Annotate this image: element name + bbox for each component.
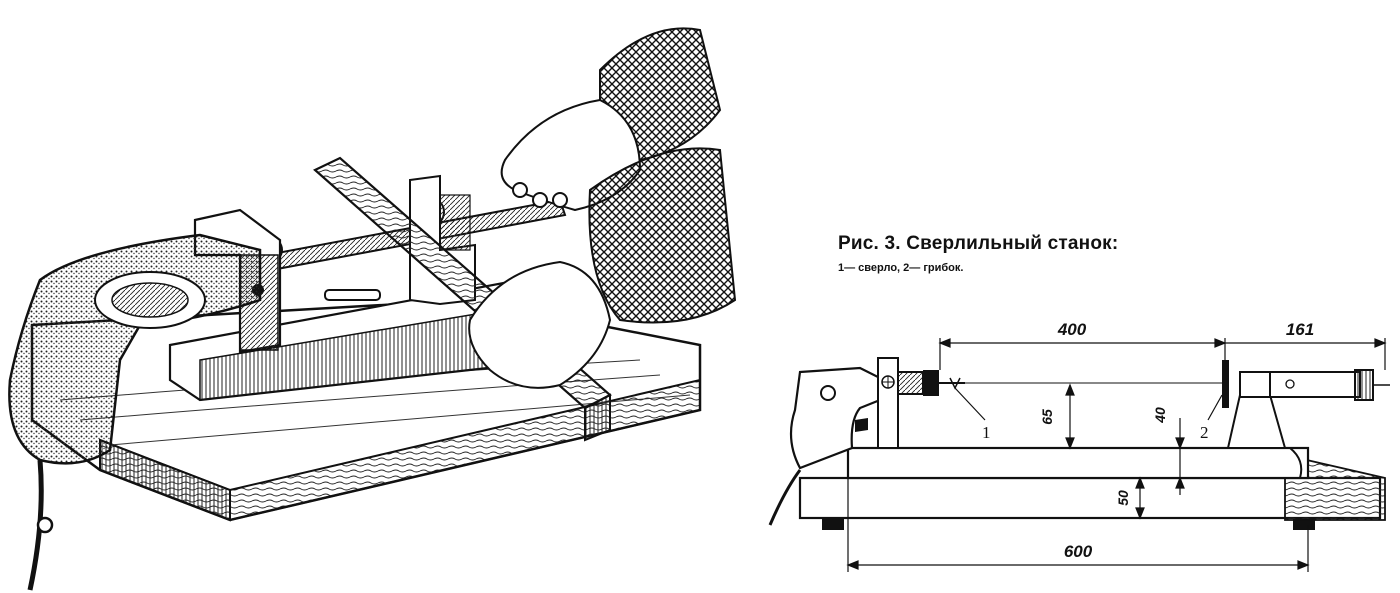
figure-caption-legend: 1— сверло, 2— грибок. — [838, 262, 964, 274]
electric-drill — [8, 233, 262, 591]
platform-board — [846, 446, 1310, 480]
dim-length-600: 600 — [1064, 542, 1093, 561]
base-beam — [798, 453, 1386, 530]
figure-caption-title: Рис. 3. Сверлильный станок: — [838, 233, 1119, 254]
callout-mushroom: 2 — [1200, 423, 1209, 442]
left-support — [877, 357, 899, 449]
dim-length-400: 400 — [1057, 320, 1087, 339]
drill-side-view — [768, 366, 882, 526]
dimension-lines — [846, 338, 1387, 572]
dim-height-40: 40 — [1152, 407, 1168, 424]
dim-length-161: 161 — [1286, 320, 1314, 339]
right-support — [1226, 369, 1390, 449]
dim-height-50: 50 — [1115, 490, 1131, 506]
dim-height-65: 65 — [1039, 409, 1055, 425]
callout-drill-bit: 1 — [982, 423, 991, 442]
mushroom-disc — [1222, 360, 1229, 408]
lower-hand — [468, 147, 737, 389]
